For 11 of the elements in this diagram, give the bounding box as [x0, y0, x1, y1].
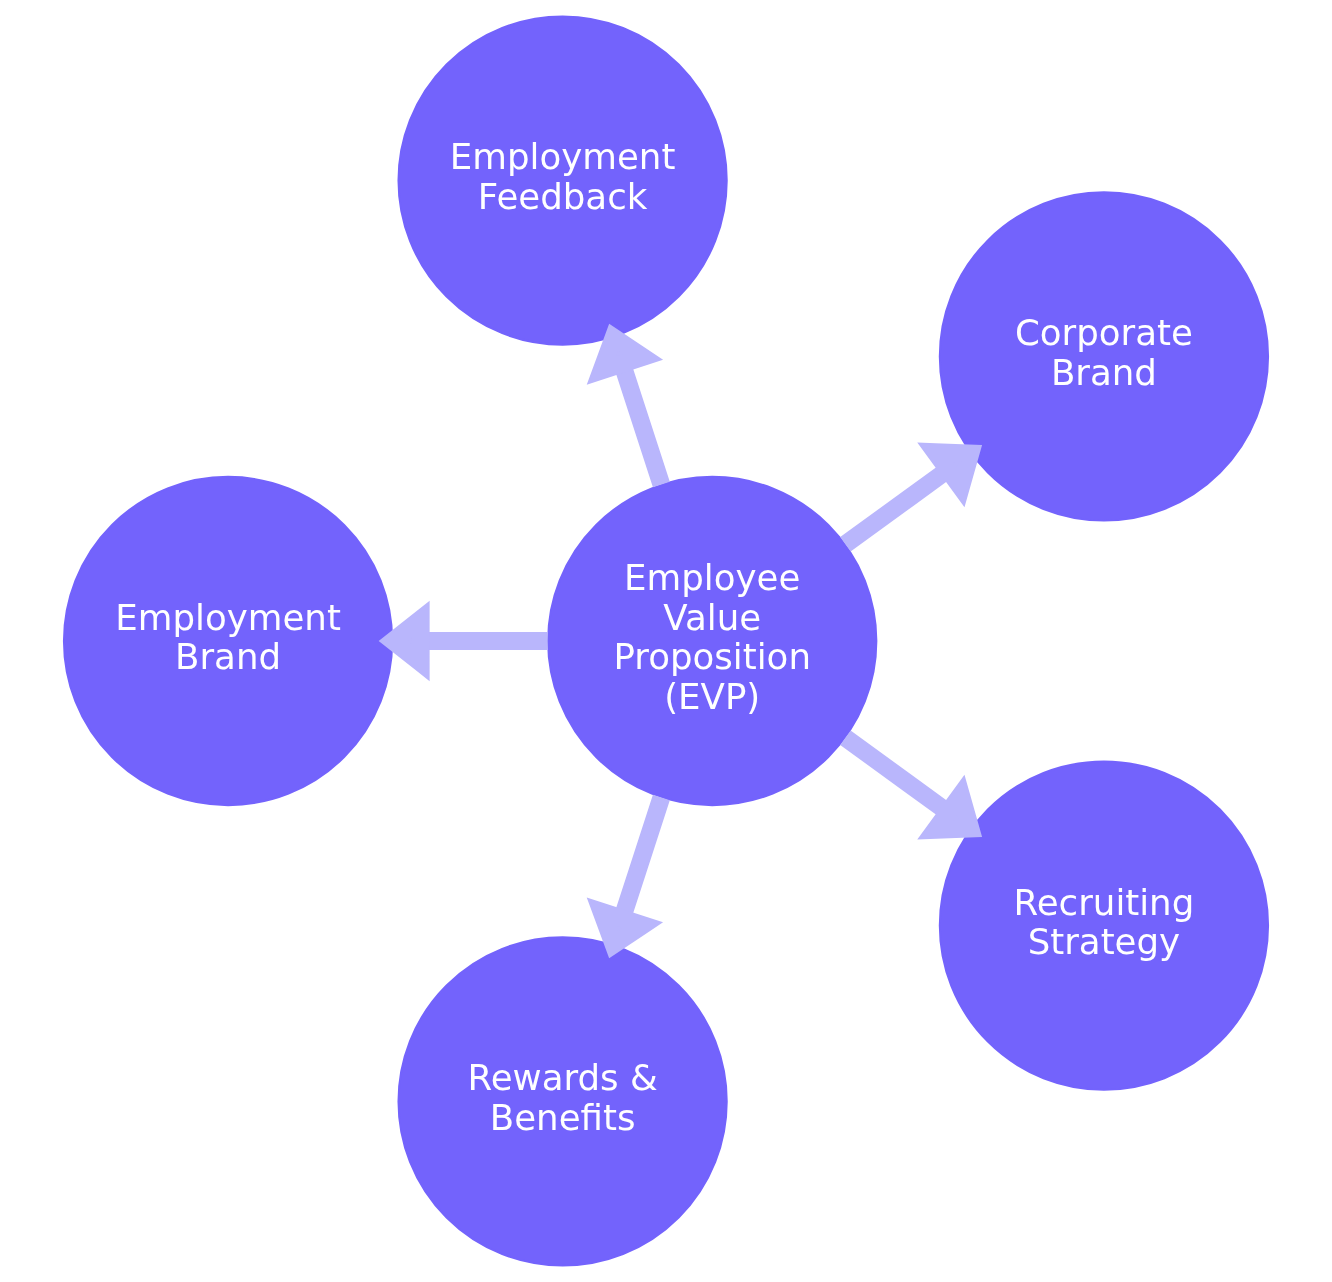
- arrow: [840, 730, 983, 840]
- arrow: [586, 794, 670, 959]
- arrow: [840, 442, 983, 552]
- node-circle: Corporate Brand: [938, 191, 1270, 522]
- node-circle: Rewards & Benefits: [397, 936, 728, 1267]
- node-circle: Employee Value Proposition (EVP): [547, 475, 878, 807]
- node-circle: Employment Brand: [62, 475, 394, 807]
- arrow: [378, 600, 548, 682]
- node-circle: Recruiting Strategy: [938, 760, 1270, 1091]
- arrow: [586, 323, 670, 488]
- node-circle: Employment Feedback: [397, 15, 728, 346]
